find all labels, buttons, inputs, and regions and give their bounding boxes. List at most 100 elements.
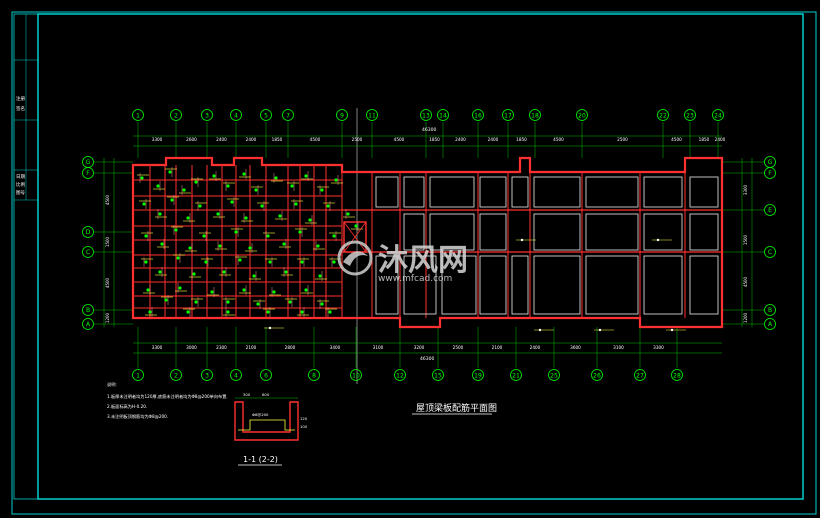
axis-label: F <box>768 170 772 177</box>
axis-bubble <box>132 109 144 121</box>
frame-side-label: 签名 <box>16 105 25 112</box>
slab-panel <box>375 255 399 315</box>
rebar-node <box>332 260 336 264</box>
axis-bubble <box>82 167 94 179</box>
axis-label: 19 <box>474 373 482 380</box>
rebar-node <box>144 260 148 264</box>
rebar-node <box>160 242 164 246</box>
rebar-node <box>308 218 312 222</box>
dim-text-left: 1200 <box>105 312 110 323</box>
axis-bubble <box>671 369 683 381</box>
rebar-node <box>520 238 524 242</box>
rebar-node <box>326 204 330 208</box>
axis-bubble <box>82 304 94 316</box>
dim-text-top: 1850 <box>516 137 527 142</box>
axis-label: A <box>86 321 91 328</box>
rebar-node <box>234 230 238 234</box>
rebar-node <box>158 212 162 216</box>
axis-label: 7 <box>286 113 290 120</box>
drawing-frame: 注册 签名 日期 比例 图号 <box>11 11 817 515</box>
axis-bubble <box>437 109 449 121</box>
axis-label: 8 <box>312 373 316 380</box>
rebar-node <box>148 310 152 314</box>
wall-outline <box>131 156 724 329</box>
slab-panel <box>511 255 529 315</box>
dim-text-top: 2500 <box>617 137 628 142</box>
frame-side-labels: 注册 签名 日期 比例 图号 <box>16 95 25 196</box>
overall-dim-top: 46300 <box>422 127 436 133</box>
axis-bubble <box>282 109 294 121</box>
rebar-node <box>226 300 230 304</box>
rebar-node <box>194 180 198 184</box>
rebar-node <box>210 290 214 294</box>
slab-panel <box>429 176 475 208</box>
section-dim: 300 <box>243 392 251 397</box>
axis-label: 14 <box>439 113 447 120</box>
rebar-node <box>272 290 276 294</box>
rebar-node <box>328 310 332 314</box>
axis-label: F <box>86 170 90 177</box>
notes-item: 1.板厚未注明者均为120厚,底筋未注明者均为Φ8@200单向布置. <box>107 393 228 400</box>
rebar-node <box>656 238 660 242</box>
dim-text-left: 4500 <box>105 277 110 288</box>
section-dim: 600 <box>262 392 270 397</box>
axis-bubble <box>201 109 213 121</box>
axis-bubble <box>170 109 182 121</box>
slab-panel <box>441 255 477 315</box>
rebar-node <box>284 270 288 274</box>
rebar-node <box>142 202 146 206</box>
axis-bubble <box>350 369 362 381</box>
slab-panel <box>403 213 425 251</box>
axis-label: 24 <box>714 113 722 120</box>
rebar-node <box>300 260 304 264</box>
rebar-node <box>300 310 304 314</box>
rebar-node <box>218 244 222 248</box>
rebar-node <box>140 176 144 180</box>
slab-panel <box>479 176 507 208</box>
slab-panel <box>643 213 683 251</box>
rebar-node <box>334 178 338 182</box>
dim-text-bottom: 3400 <box>330 345 341 350</box>
axis-label: 2 <box>174 373 178 380</box>
dim-text-top: 4500 <box>394 137 405 142</box>
rebar-node <box>146 288 150 292</box>
axis-label: A <box>768 321 773 328</box>
dim-text-top: 2500 <box>352 137 363 142</box>
dim-text-top: 2400 <box>715 137 726 142</box>
axis-bubble <box>170 369 182 381</box>
slab-panel <box>403 255 437 315</box>
axis-label: 5 <box>264 113 268 120</box>
dim-text-bottom: 3300 <box>152 345 163 350</box>
axis-label: C <box>768 249 772 256</box>
drawing-title: 屋顶梁板配筋平面图 <box>416 402 497 414</box>
axis-bubble <box>764 204 776 216</box>
axis-bubble <box>576 109 588 121</box>
dim-text-bottom: 3600 <box>570 345 581 350</box>
dim-text-top: 3300 <box>152 137 163 142</box>
rebar-node <box>244 216 248 220</box>
rebar-node <box>226 184 230 188</box>
dim-text-bottom: 2100 <box>246 345 257 350</box>
axis-label: E <box>768 207 772 214</box>
axis-label: C <box>86 249 90 256</box>
slab-panel <box>479 255 507 315</box>
rebar-node <box>216 212 220 216</box>
rebar-node <box>304 288 308 292</box>
axis-label: 28 <box>673 373 681 380</box>
dim-text-top: 2400 <box>246 137 257 142</box>
rebar-node <box>298 230 302 234</box>
axis-label: 4 <box>234 373 238 380</box>
axis-label: 11 <box>368 113 376 120</box>
notes-item: 3.未注明板顶钢筋均为Φ8@200. <box>107 413 168 420</box>
rebar-node <box>186 310 190 314</box>
dim-text-top: 2400 <box>216 137 227 142</box>
dim-text-bottom: 3300 <box>653 345 664 350</box>
rebar-node <box>144 234 148 238</box>
slab-panel <box>533 176 581 208</box>
rebar-node <box>320 302 324 306</box>
axis-bubble <box>336 109 348 121</box>
